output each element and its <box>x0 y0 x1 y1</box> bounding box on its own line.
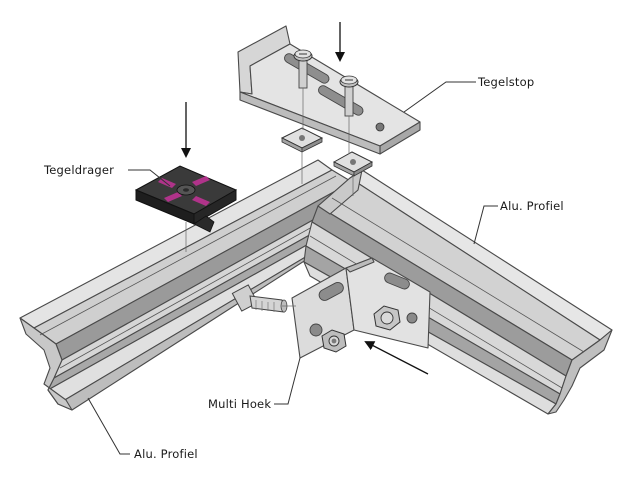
bracket-nut-front <box>321 329 347 353</box>
leader-tegeldrager <box>128 169 171 187</box>
bracket-bolt-side <box>373 305 401 331</box>
leader-tegelstop <box>403 81 476 113</box>
arrow-to-multi-hoek <box>364 341 429 375</box>
leader-alu-profiel-bottom <box>87 397 130 455</box>
alu-profile-long <box>19 159 357 411</box>
label-alu-profiel-bottom: Alu. Profiel <box>134 447 198 461</box>
leader-alu-profiel-right <box>473 205 498 245</box>
label-tegeldrager: Tegeldrager <box>43 163 114 177</box>
label-multi-hoek: Multi Hoek <box>208 397 271 411</box>
tegeldrager-pad <box>134 165 238 233</box>
tegelstop-bolt-left <box>293 49 313 89</box>
tegelstop-nut-left <box>280 127 324 153</box>
alu-profile-cross <box>303 169 613 415</box>
leader-multi-hoek <box>274 357 301 405</box>
assembly-guides <box>185 88 354 307</box>
label-alu-profiel-right: Alu. Profiel <box>500 199 564 213</box>
hammer-bolt <box>231 284 288 313</box>
tegelstop-nut-right <box>332 151 374 177</box>
tegelstop-plate <box>237 25 421 155</box>
label-tegelstop: Tegelstop <box>477 75 534 89</box>
